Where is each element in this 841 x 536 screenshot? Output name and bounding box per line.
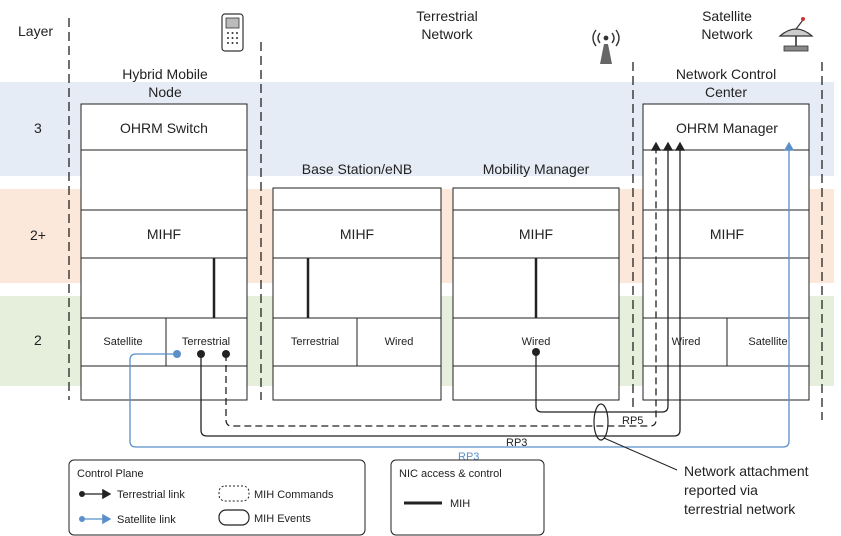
rp5-label: RP5 [622,415,643,427]
layer-header: Layer [18,23,53,39]
satellite-dish-icon [778,17,814,52]
ohrm-switch-label: OHRM Switch [120,120,208,136]
annotation-line-2: reported via [684,482,758,498]
nic-access-title: NIC access & control [399,468,502,480]
terrestrial-link-endpoint [532,348,540,356]
hybrid-mobile-node-title-2: Node [148,84,182,100]
antenna-tower-icon [592,29,620,64]
ncc-mihf-label: MIHF [710,226,744,242]
terrestrial-link-rp5 [535,141,674,413]
ncc-wired-label: Wired [672,336,701,348]
hmn-mihf-label: MIHF [147,226,181,242]
mobile-phone-icon [221,13,244,52]
network-control-center-title-2: Center [705,84,747,100]
satellite-link-endpoint [173,350,181,358]
terrestrial-link-rp3 [200,141,686,437]
mih-events-legend-label: MIH Events [254,513,311,525]
layer-2plus-label: 2+ [30,227,46,243]
nic-access-legend [390,459,545,536]
ncc-satellite-label: Satellite [748,336,787,348]
mih-commands-legend-label: MIH Commands [254,489,334,501]
annotation-line-1: Network attachment [684,463,809,479]
mih-commands-legend-icon [218,485,250,502]
mih-events-legend-icon [218,509,250,526]
satellite-link-legend-label: Satellite link [117,514,176,526]
bs-terrestrial-label: Terrestrial [291,336,339,348]
terrestrial-link-legend-label: Terrestrial link [117,489,185,501]
satellite-network-label: Satellite [702,8,752,24]
hmn-satellite-label: Satellite [103,336,142,348]
hybrid-mobile-node-title: Hybrid Mobile [122,66,208,82]
network-control-center-title: Network Control [676,66,776,82]
hmn-terrestrial-label: Terrestrial [182,336,230,348]
bs-mihf-label: MIHF [340,226,374,242]
layer-3-label: 3 [34,120,42,136]
terrestrial-network-label: Terrestrial [416,8,477,24]
terrestrial-link-endpoint [197,350,205,358]
ohrm-manager-label: OHRM Manager [676,120,778,136]
terrestrial-network-label-2: Network [421,26,473,42]
mobility-manager-title: Mobility Manager [483,161,590,177]
network-control-center-node [642,103,810,401]
mm-mihf-label: MIHF [519,226,553,242]
bs-wired-label: Wired [385,336,414,348]
terrestrial-link-legend-icon [79,488,112,500]
mih-event-ellipse [593,403,609,441]
satellite-network-label-2: Network [701,26,753,42]
rp3-label: RP3 [506,437,527,449]
control-plane-title: Control Plane [77,468,144,480]
satellite-link-rp3 [129,141,795,448]
mm-wired-label: Wired [522,336,551,348]
base-station-node [272,187,442,401]
annotation-leader-line [603,437,678,471]
layer-2-label: 2 [34,332,42,348]
mih-legend-label: MIH [450,498,470,510]
hybrid-mobile-node [80,103,248,401]
satellite-link-legend-icon [79,513,112,525]
base-station-title: Base Station/eNB [302,161,413,177]
control-plane-legend [68,459,366,536]
annotation-line-3: terrestrial network [684,501,796,517]
mih-commands-path [225,141,662,427]
terrestrial-link-endpoint [222,350,230,358]
